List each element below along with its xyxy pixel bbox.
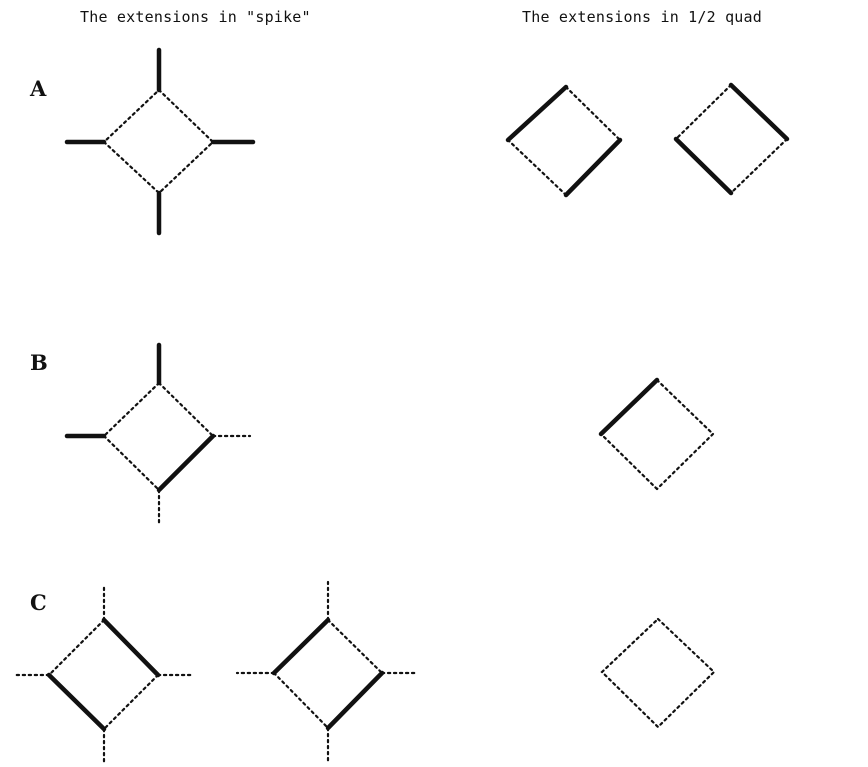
solid-edge [46, 672, 107, 732]
row-label-c: C [30, 590, 47, 615]
row-a-halfquad-figure-1 [505, 84, 623, 198]
solid-edge [325, 670, 385, 731]
row-a-halfquad-figure-2 [673, 82, 790, 196]
dotted-edge [655, 432, 715, 491]
dotted-edge [674, 83, 733, 141]
row-label-b: B [30, 350, 48, 375]
row-c-halfquad-figure [600, 617, 716, 729]
dotted-edge [47, 618, 106, 677]
dotted-edge [326, 618, 384, 675]
dotted-edge [655, 378, 715, 436]
solid-edge [271, 617, 331, 676]
dotted-diamond [600, 617, 716, 729]
row-a-spike-diamond [102, 88, 215, 195]
dotted-edge [564, 85, 622, 142]
solid-edge [156, 433, 216, 493]
dotted-edge [272, 671, 330, 730]
dotted-edge [102, 673, 160, 731]
half-quad-column-header: The extensions in 1/2 quad [522, 8, 762, 26]
row-b-halfquad-figure [598, 377, 715, 491]
solid-edge [563, 137, 623, 198]
row-a-spike-figure [64, 47, 256, 236]
dotted-edge [729, 137, 789, 195]
dotted-edge [157, 381, 215, 438]
row-c-spike-figure-1 [11, 583, 195, 766]
solid-edge [598, 377, 660, 437]
solid-edge [505, 84, 569, 143]
spike-column-header: The extensions in "spike" [80, 8, 311, 26]
dotted-edge [102, 434, 161, 492]
row-label-a: A [30, 76, 47, 101]
dotted-edge [102, 381, 161, 438]
solid-edge [673, 136, 734, 196]
solid-edge [101, 617, 161, 678]
dotted-edge [506, 138, 568, 197]
row-b-spike-figure [64, 342, 252, 526]
dotted-edge [599, 432, 659, 491]
solid-edge [728, 82, 790, 142]
row-c-spike-figure-2 [235, 580, 420, 764]
